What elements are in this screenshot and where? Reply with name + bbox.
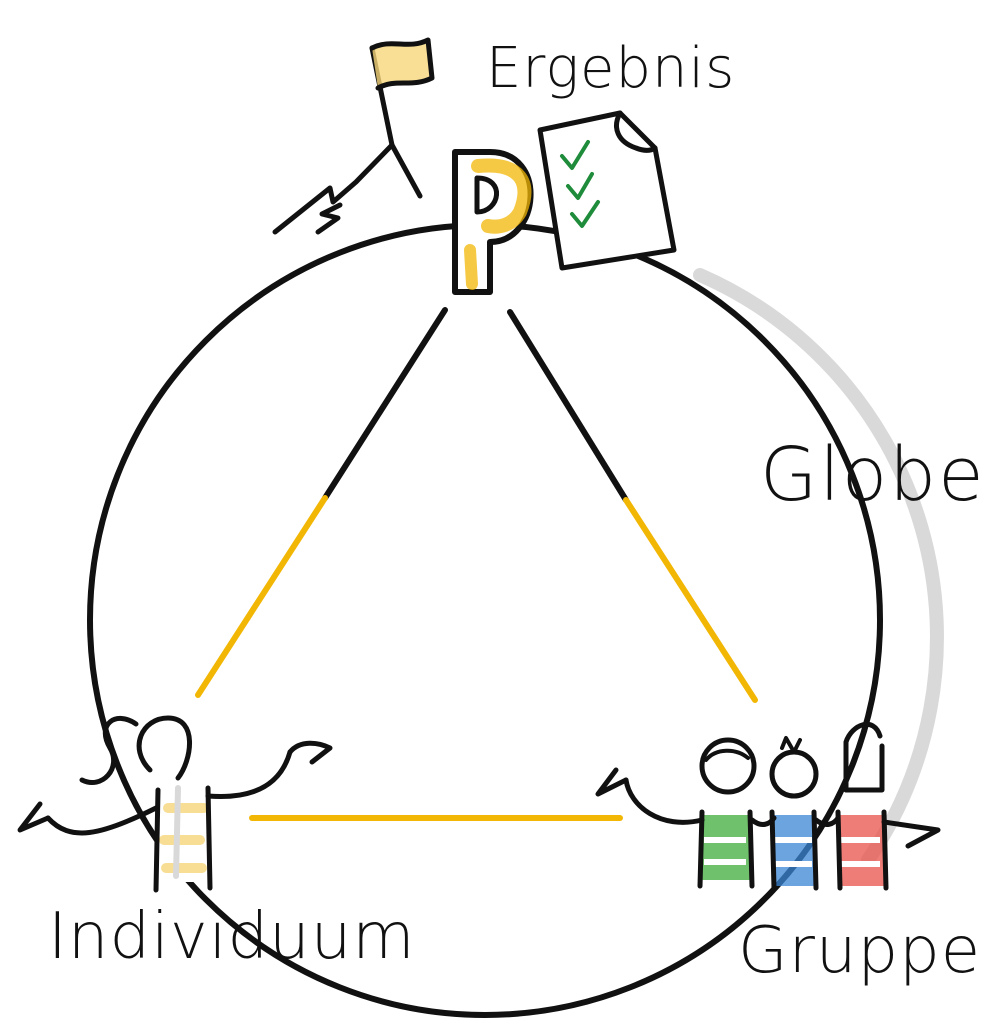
center-letter-p: P: [452, 149, 534, 295]
document-checklist-icon: [537, 108, 677, 271]
edge-left-black: [322, 307, 448, 501]
label-gruppe: Gruppe: [738, 914, 981, 988]
mountain-icon: [272, 142, 423, 235]
flag-icon: [369, 37, 435, 148]
edge-right-black: [507, 309, 629, 503]
label-globe: Globe: [760, 432, 986, 518]
label-individuum: Individuum: [48, 900, 416, 974]
triangle: [195, 307, 758, 821]
group-of-people-icon: [595, 721, 941, 891]
edge-left-yellow: [195, 495, 328, 698]
globe-circle: [87, 222, 944, 1018]
label-ergebnis: Ergebnis: [486, 36, 735, 101]
edge-right-yellow: [623, 497, 758, 703]
person-icon: [17, 715, 333, 893]
